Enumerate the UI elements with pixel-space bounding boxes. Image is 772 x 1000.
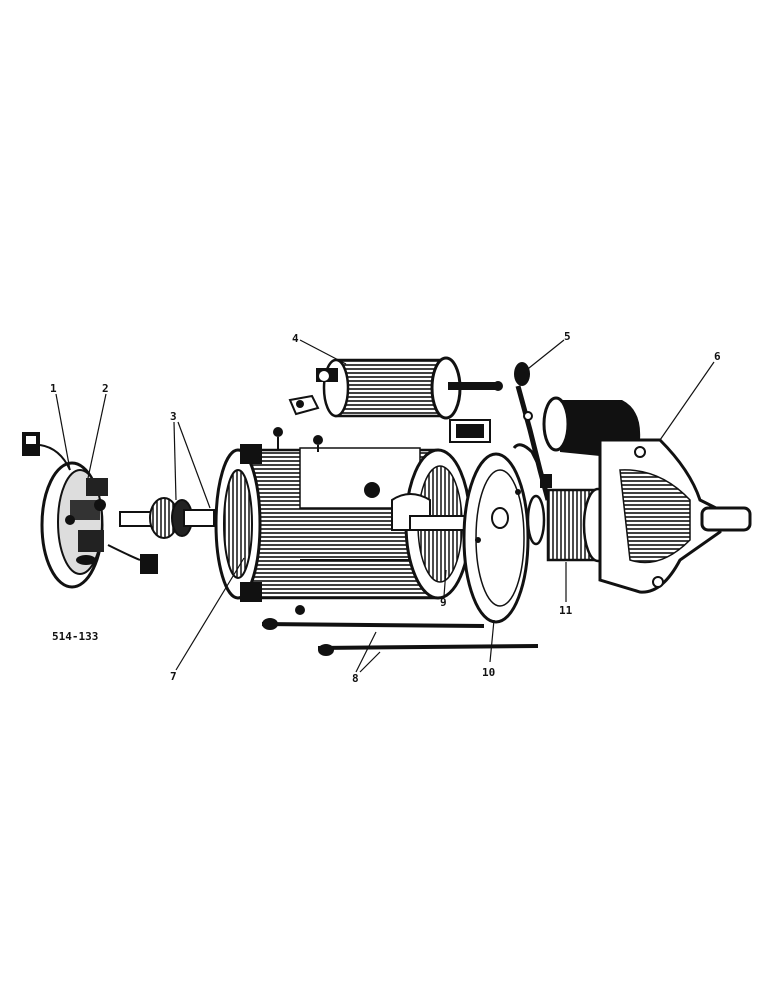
- callout-8: 8: [352, 672, 359, 685]
- solenoid-part: [288, 356, 503, 443]
- leader-lines: [55, 339, 715, 673]
- washer-bearing-part: [119, 497, 215, 539]
- drive-housing-part: [542, 396, 752, 594]
- end-plate-part: [22, 432, 158, 589]
- callout-4: 4: [292, 332, 299, 345]
- drive-end-plate-part: [462, 452, 530, 624]
- callout-6: 6: [714, 350, 721, 363]
- through-bolts-part: [261, 618, 539, 656]
- callout-10: 10: [482, 666, 495, 679]
- figure-id: 514-133: [52, 630, 98, 643]
- callout-3: 3: [170, 410, 177, 423]
- callout-7: 7: [170, 670, 177, 683]
- callout-11: 11: [559, 604, 573, 617]
- shift-lever-part: [512, 362, 552, 501]
- callout-labels: 1 2 3 4 5 6 7 8 9 10 11: [50, 330, 721, 685]
- callout-5: 5: [564, 330, 571, 343]
- field-frame-part: [214, 427, 521, 615]
- callout-2: 2: [102, 382, 109, 395]
- callout-1: 1: [50, 382, 57, 395]
- callout-9: 9: [440, 596, 447, 609]
